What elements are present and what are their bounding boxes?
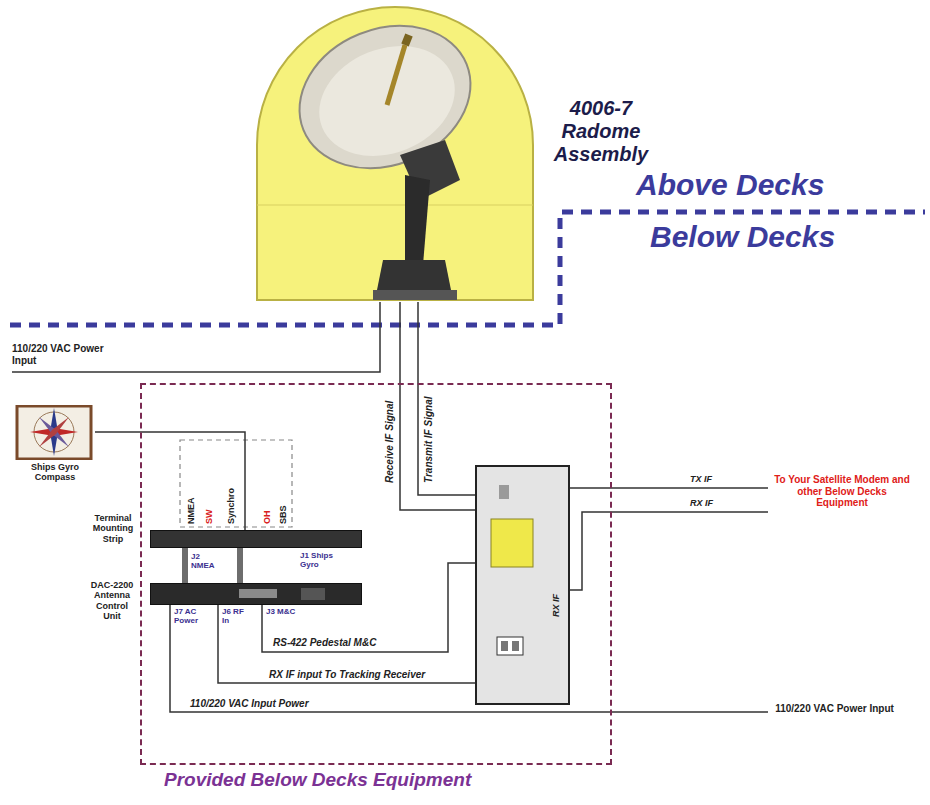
connector-line	[262, 563, 475, 652]
destination-note: To Your Satellite Modem and other Below …	[772, 474, 912, 509]
connector-line	[237, 548, 243, 583]
terminal-label: NMEA	[186, 498, 196, 525]
connector-line	[418, 302, 475, 495]
signal-label: TX IF	[690, 474, 712, 484]
connector-label: J6 RF In	[222, 607, 248, 625]
connector-label: J7 AC Power	[174, 607, 202, 625]
node-label: DAC-2200 Antenna Control Unit	[87, 580, 137, 621]
connector-line	[182, 548, 188, 583]
connector-label: J3 M&C	[266, 607, 296, 616]
terminal-label: OH	[262, 511, 272, 525]
node-label: RX IF	[551, 594, 561, 617]
node-label: Provided Below Decks Equipment	[164, 769, 504, 791]
power-wire	[12, 302, 380, 372]
radome-assembly: 4006-7 Radome Assembly	[255, 5, 535, 302]
terminal-label: SW	[204, 510, 214, 525]
connector-line	[400, 302, 475, 510]
acu-front-panel	[151, 584, 361, 604]
gyro-compass-icon	[15, 405, 93, 460]
gyro-compass: Ships Gyro Compass	[15, 405, 95, 485]
signal-label: RX IF	[690, 498, 713, 508]
rx-if-wire	[565, 512, 768, 590]
radome-illustration	[255, 5, 535, 302]
connector-label: J1 Ships Gyro	[300, 551, 342, 569]
antenna-control-unit: DAC-2200 Antenna Control Unit	[150, 583, 362, 605]
connector-label: J2 NMEA	[191, 552, 221, 570]
connector-label: Transmit IF Signal	[423, 396, 435, 485]
terminal-strip: Terminal Mounting Strip	[150, 530, 362, 548]
connector-label: RX IF input To Tracking Receiver	[268, 669, 426, 681]
deck-zone-label: Above Decks	[636, 170, 824, 200]
terminal-group-outline	[180, 440, 292, 527]
connector-line	[218, 605, 475, 683]
power-label: 110/220 VAC Power Input	[12, 343, 122, 366]
terminal-label: Synchro	[226, 488, 236, 524]
ac-power-wire	[170, 605, 768, 712]
below-decks-rack: RX IF	[475, 465, 570, 705]
deck-zone-label: Below Decks	[650, 222, 835, 252]
node-label: Terminal Mounting Strip	[89, 513, 137, 544]
signal-label: 110/220 VAC Input Power	[190, 698, 309, 710]
power-label: 110/220 VAC Power Input	[772, 703, 897, 715]
node-label: 4006-7 Radome Assembly	[545, 97, 657, 166]
connector-label: Receive IF Signal	[384, 400, 396, 484]
node-label: Ships Gyro Compass	[15, 462, 95, 483]
rack-components	[477, 467, 568, 703]
tx-if-wire	[570, 487, 768, 489]
terminal-label: SBS	[278, 505, 288, 524]
connector-label: RS-422 Pedestal M&C	[272, 637, 377, 649]
